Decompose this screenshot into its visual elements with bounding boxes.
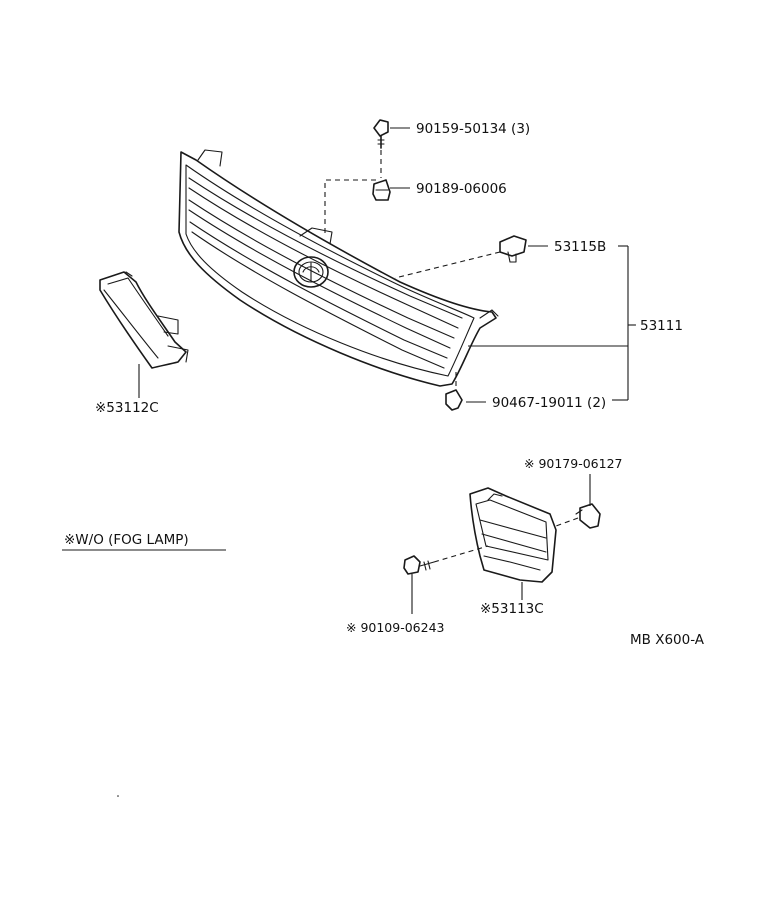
callout-nut-top: 90189-06006 <box>416 181 507 197</box>
callout-clip-bottom: 90467-19011 (2) <box>492 395 606 411</box>
callout-grille-assy: 53111 <box>640 318 683 334</box>
right-cover-part <box>469 487 557 583</box>
callout-bolt-top: 90159-50134 (3) <box>416 121 530 137</box>
callout-screw-fog: ※ 90109-06243 <box>346 620 445 635</box>
bolt-part <box>373 119 389 149</box>
radiator-grille <box>178 149 499 387</box>
fog-clip-part <box>575 503 601 529</box>
callout-cover-right: ※53113C <box>480 601 544 617</box>
clip-part <box>445 389 463 411</box>
left-cover-part <box>99 271 189 369</box>
bracket-part <box>499 235 527 263</box>
nut-part <box>372 179 391 201</box>
fog-screw-part <box>403 555 435 575</box>
callout-cover-left: ※53112C <box>95 400 159 416</box>
callout-clip-fog: ※ 90179-06127 <box>524 456 623 471</box>
callout-bracket-right: 53115B <box>554 239 606 255</box>
legend-note: ※W/O (FOG LAMP) <box>64 532 189 548</box>
stray-dot <box>117 795 119 797</box>
diagram-title: MB X600-A <box>630 632 705 648</box>
